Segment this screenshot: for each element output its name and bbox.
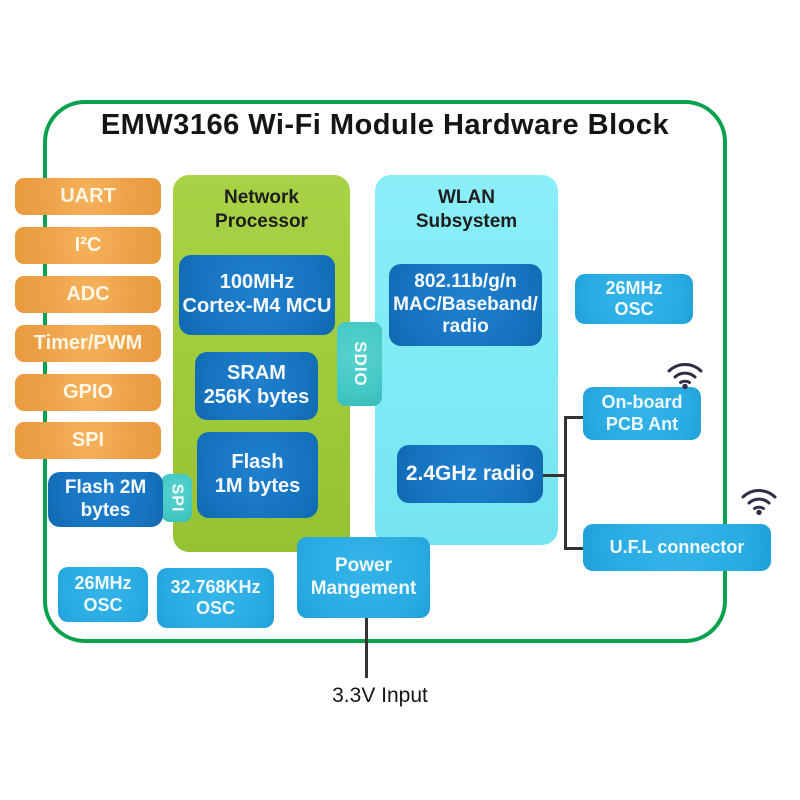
wifi-icon xyxy=(667,363,703,390)
block-adc: ADC xyxy=(15,276,161,313)
block-label: 256K bytes xyxy=(203,386,310,408)
block-mac-baseband-radio: 802.11b/g/n MAC/Baseband/ radio xyxy=(389,264,542,346)
title-line: Processor xyxy=(215,210,308,232)
network-processor-title: Network Processor xyxy=(173,186,350,234)
block-label: On-board xyxy=(601,392,683,413)
block-timer-pwm: Timer/PWM xyxy=(15,325,161,362)
block-label: U.F.L connector xyxy=(609,536,745,557)
title-line: Subsystem xyxy=(415,210,518,232)
block-label: 2.4GHz radio xyxy=(405,461,535,485)
module-boundary-frame xyxy=(43,100,727,643)
block-label: Cortex-M4 MCU xyxy=(182,295,332,317)
block-spi: SPI xyxy=(15,422,161,459)
block-label: OSC xyxy=(614,299,654,319)
block-gpio: GPIO xyxy=(15,374,161,411)
block-label: bytes xyxy=(80,499,131,521)
line-radio-to-branch xyxy=(542,474,567,477)
block-label: 32.768KHz xyxy=(170,576,261,597)
block-sram: SRAM 256K bytes xyxy=(195,352,318,420)
block-24ghz-radio: 2.4GHz radio xyxy=(397,445,543,503)
block-label: SRAM xyxy=(227,362,286,385)
block-label: I²C xyxy=(74,233,102,256)
line-antenna-branch xyxy=(564,416,567,550)
block-label: Timer/PWM xyxy=(33,331,143,354)
sdio-bus-connector: SDIO xyxy=(337,322,382,406)
block-26mhz-osc-right: 26MHz OSC xyxy=(575,274,693,324)
wifi-icon xyxy=(741,489,777,516)
block-ufl-connector: U.F.L connector xyxy=(583,524,771,571)
block-label: Flash 2M xyxy=(64,477,147,499)
block-uart: UART xyxy=(15,178,161,215)
sdio-bus-label: SDIO xyxy=(350,341,370,387)
block-label: OSC xyxy=(83,594,123,615)
block-26mhz-osc-bottom: 26MHz OSC xyxy=(58,567,148,622)
block-flash-2m: Flash 2M bytes xyxy=(48,472,163,527)
block-cortex-m4-mcu: 100MHz Cortex-M4 MCU xyxy=(179,255,335,335)
diagram-title: EMW3166 Wi-Fi Module Hardware Block xyxy=(100,109,670,141)
block-label: 802.11b/g/n xyxy=(414,271,517,293)
block-label: Mangement xyxy=(310,577,417,599)
title-line: Network xyxy=(224,187,299,208)
block-label: OSC xyxy=(195,598,235,618)
block-label: Flash xyxy=(231,451,284,474)
title-line: WLAN xyxy=(438,187,495,208)
block-label: 26MHz xyxy=(605,277,663,298)
block-i2c: I²C xyxy=(15,227,161,264)
power-input-label: 3.3V Input xyxy=(332,684,428,707)
block-flash-1m: Flash 1M bytes xyxy=(197,432,318,518)
block-label: GPIO xyxy=(62,380,113,403)
block-label: UART xyxy=(60,184,116,207)
block-onboard-pcb-ant: On-board PCB Ant xyxy=(583,387,701,440)
block-label: radio xyxy=(442,316,489,338)
block-label: 26MHz xyxy=(74,573,132,594)
line-to-pcb-ant xyxy=(564,416,584,419)
block-label: Power xyxy=(334,555,393,577)
spi-bus-label: SPI xyxy=(168,483,186,513)
block-label: MAC/Baseband/ xyxy=(393,293,538,315)
wlan-subsystem-title: WLAN Subsystem xyxy=(375,186,558,234)
block-label: SPI xyxy=(71,428,105,451)
block-label: PCB Ant xyxy=(605,413,679,434)
block-32768khz-osc: 32.768KHz OSC xyxy=(157,568,274,628)
line-power-input xyxy=(365,617,368,678)
spi-bus-connector: SPI xyxy=(161,474,192,522)
block-power-management: Power Mangement xyxy=(297,537,430,618)
block-label: ADC xyxy=(66,282,110,305)
line-to-ufl xyxy=(564,547,584,550)
block-label: 1M bytes xyxy=(214,475,301,497)
block-label: 100MHz xyxy=(219,271,295,294)
